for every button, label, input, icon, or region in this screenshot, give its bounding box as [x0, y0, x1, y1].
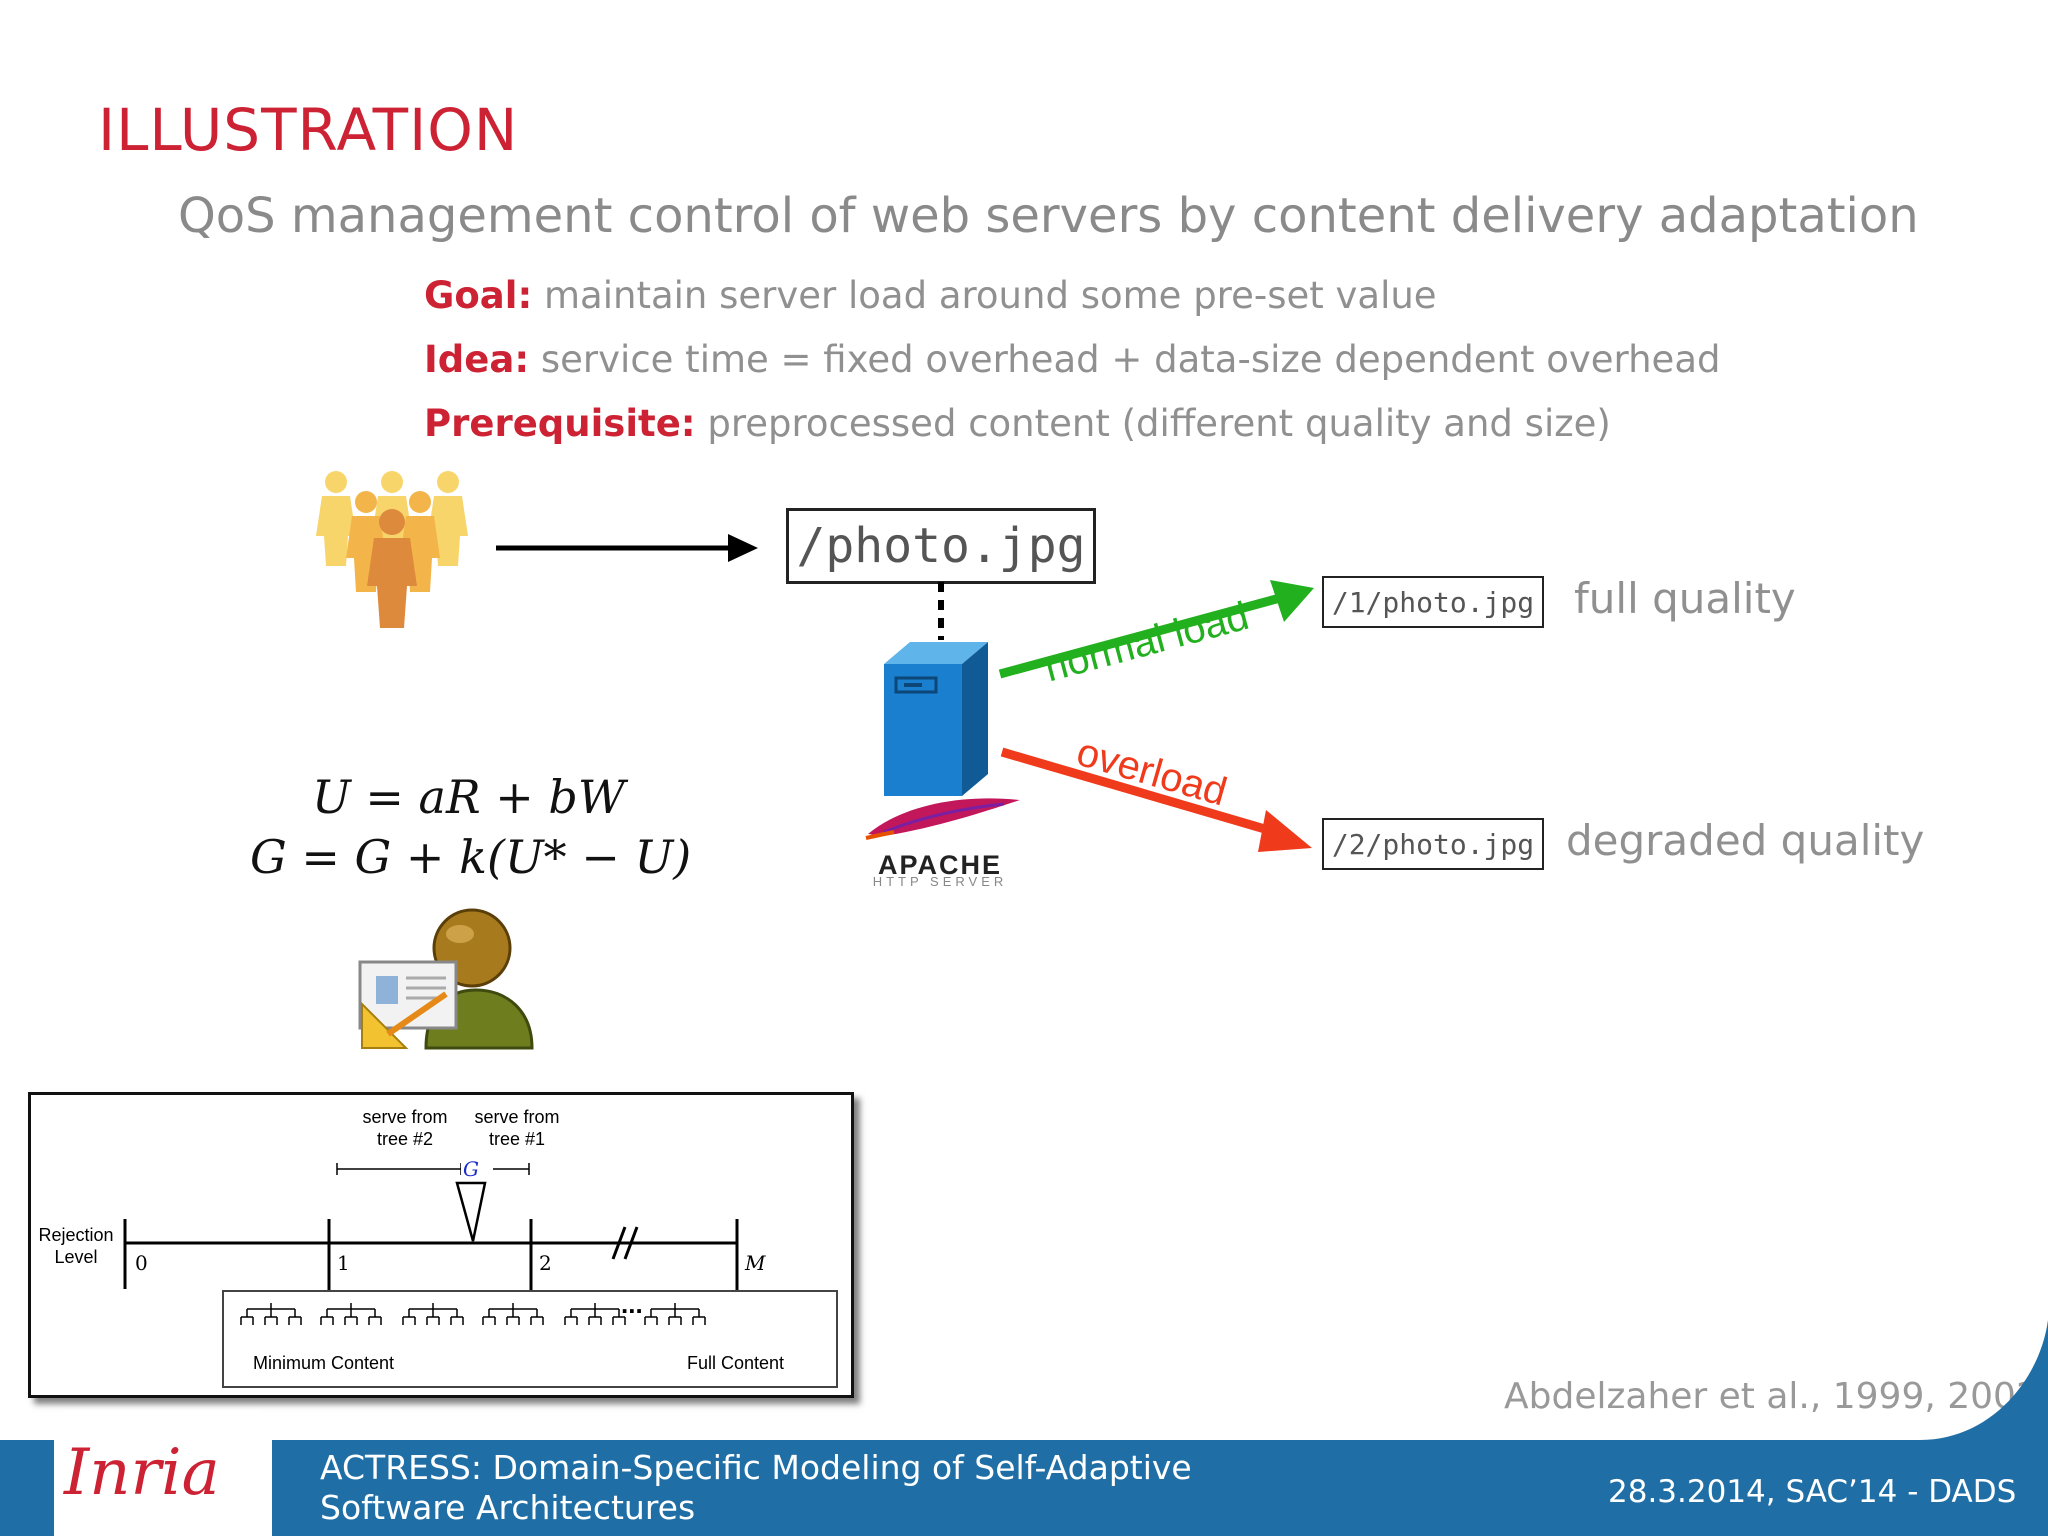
- slide-title: ILLUSTRATION: [98, 96, 519, 164]
- tick-label-2: 2: [539, 1251, 552, 1275]
- footer-band: [0, 1320, 2048, 1536]
- tick-label-m: M: [745, 1251, 766, 1275]
- serve-tree2-label-line2: tree #2: [376, 1129, 434, 1149]
- figure-axis: [123, 1163, 838, 1388]
- equation-utilization: U = aR + bW: [312, 770, 626, 824]
- bullet-goal: Goal: maintain server load around some p…: [424, 274, 1437, 317]
- rejection-label-line1: Rejection: [38, 1225, 114, 1245]
- ellipsis-label: ...: [621, 1289, 643, 1319]
- request-arrow: [496, 534, 758, 562]
- dotted-connector: [938, 582, 944, 640]
- bullet-text: maintain server load around some pre-set…: [532, 274, 1437, 317]
- variant2-path-box: /2/photo.jpg: [1322, 818, 1544, 870]
- bullet-text: preprocessed content (different quality …: [695, 402, 1611, 445]
- bullet-text: service time = fixed overhead + data-siz…: [529, 338, 1721, 381]
- equation-control: G = G + k(U* − U): [250, 830, 692, 884]
- overload-arrow: [1000, 747, 1312, 852]
- tick-label-0: 0: [135, 1251, 148, 1275]
- rejection-label-line2: Level: [54, 1247, 98, 1267]
- logo-card: [54, 1410, 272, 1536]
- degraded-quality-label: degraded quality: [1566, 816, 1925, 865]
- apache-logo-subtext: HTTP SERVER: [872, 874, 1008, 889]
- footer-date: 28.3.2014, SAC’14 - DADS: [1608, 1474, 2017, 1510]
- inria-logo: Inria: [64, 1436, 220, 1510]
- minimum-content-label: Minimum Content: [253, 1353, 395, 1373]
- users-group-icon: [316, 471, 468, 628]
- server-icon: [884, 642, 988, 796]
- slide-subtitle: QoS management control of web servers by…: [178, 188, 1919, 244]
- serve-tree1-label-line1: serve from: [474, 1107, 560, 1127]
- bullet-key: Idea:: [424, 338, 530, 381]
- tick-label-1: 1: [337, 1251, 350, 1275]
- variant1-path-box: /1/photo.jpg: [1322, 576, 1544, 628]
- full-quality-label: full quality: [1574, 574, 1796, 623]
- bullet-idea: Idea: service time = fixed overhead + da…: [424, 338, 1720, 381]
- footer-title: ACTRESS: Domain-Specific Modeling of Sel…: [320, 1448, 1192, 1527]
- bullet-key: Goal:: [424, 274, 533, 317]
- citation: Abdelzaher et al., 1999, 2002: [1504, 1376, 2039, 1417]
- bullet-key: Prerequisite:: [424, 402, 696, 445]
- normal-load-arrow: [998, 580, 1314, 679]
- content-tree-figure: serve from tree #2 serve from tree #1 Re…: [28, 1092, 854, 1398]
- serve-tree1-label-line2: tree #1: [488, 1129, 546, 1149]
- bullet-prerequisite: Prerequisite: preprocessed content (diff…: [424, 402, 1611, 445]
- apache-logo-text: APACHE: [877, 850, 1002, 880]
- serve-tree2-label-line1: serve from: [362, 1107, 448, 1127]
- designer-icon: [358, 908, 534, 1050]
- full-content-label: Full Content: [687, 1353, 785, 1373]
- g-marker-label: G: [461, 1157, 481, 1181]
- request-path-box: /photo.jpg: [786, 508, 1096, 584]
- apache-feather-icon: [865, 798, 1020, 840]
